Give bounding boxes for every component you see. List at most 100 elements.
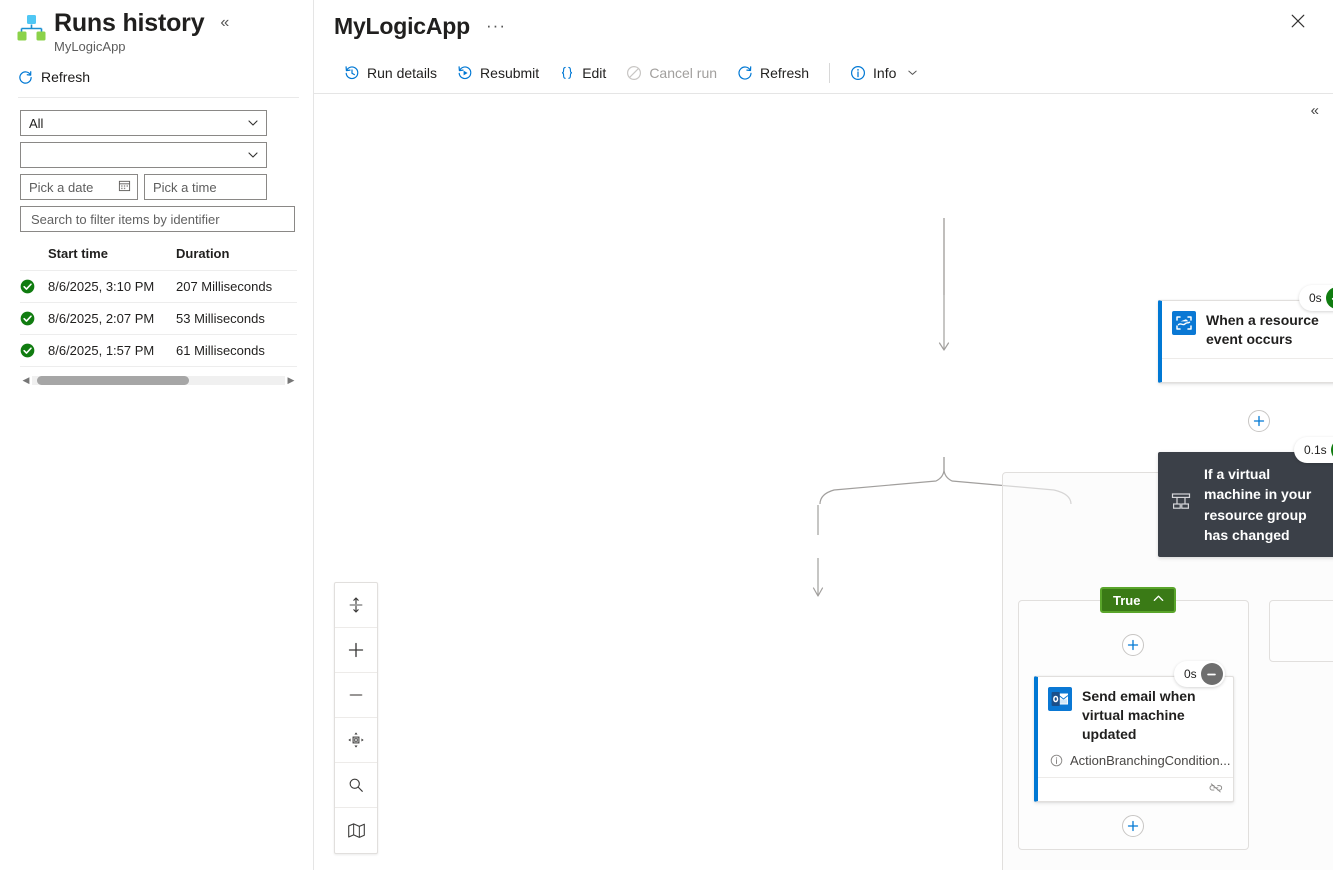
table-row[interactable]: 8/6/2025, 2:07 PM 53 Milliseconds [20,303,297,335]
chevron-down-icon [907,67,918,78]
runs-history-pane: Runs history « MyLogicApp Refresh All [0,0,314,870]
edit-button[interactable]: Edit [549,57,616,89]
runs-table-horizontal-scrollbar[interactable]: ◀ ▶ [20,374,297,386]
run-details-button[interactable]: Run details [334,57,447,89]
success-check-icon [20,311,48,326]
workflow-canvas[interactable]: « [314,95,1333,870]
run-duration: 207 Milliseconds [176,279,273,294]
run-start-time: 8/6/2025, 2:07 PM [48,311,155,326]
time-picker[interactable]: Pick a time [144,174,267,200]
condition-branch-icon [1170,491,1194,515]
identifier-search-box[interactable] [20,206,295,232]
command-separator [829,62,831,83]
table-row[interactable]: 8/6/2025, 3:10 PM 207 Milliseconds [20,271,297,303]
code-braces-icon [559,65,575,81]
datetime-filter-row: Pick a date Pick a [20,174,295,200]
cancel-icon [626,65,642,81]
runs-table-header: Start time Duration [20,246,297,271]
false-branch-empty-text: 0 Actions [1270,622,1333,638]
time-picker-placeholder: Pick a time [153,179,217,195]
divider [18,97,299,98]
add-action-button[interactable] [1248,410,1270,432]
trigger-node[interactable]: When a resource event occurs [1158,300,1333,383]
action-node-subtext-row: ActionBranchingCondition... [1038,753,1233,777]
add-action-button[interactable] [1122,815,1144,837]
success-check-icon [20,279,48,294]
trigger-duration: 0s [1309,291,1322,305]
reset-view-icon[interactable] [335,718,377,763]
run-duration: 53 Milliseconds [176,311,265,326]
scroll-left-icon[interactable]: ◀ [22,374,30,385]
zoom-out-icon[interactable] [335,673,377,718]
status-filter-select[interactable]: All [20,110,267,136]
action-duration: 0s [1184,667,1197,681]
resubmit-button[interactable]: Resubmit [447,57,549,89]
search-input[interactable] [29,210,286,228]
success-check-icon [20,343,48,358]
run-start-time: 8/6/2025, 1:57 PM [48,343,155,358]
minimap-icon[interactable] [335,808,377,853]
outlook-icon [1048,687,1072,711]
history-icon [344,65,360,81]
logic-apps-icon [14,12,48,46]
fit-to-screen-icon[interactable] [335,583,377,628]
secondary-filter-select[interactable] [20,142,267,168]
trigger-node-body: When a resource event occurs [1162,301,1333,358]
trigger-node-label: When a resource event occurs [1206,312,1319,347]
connection-link-icon[interactable] [1209,781,1223,799]
refresh-button[interactable]: Refresh [727,57,819,89]
chevron-down-icon [247,117,259,129]
refresh-label: Refresh [760,64,810,81]
info-circle-icon [1050,754,1063,767]
chevron-down-icon [247,149,259,161]
event-grid-icon [1172,311,1196,335]
refresh-button[interactable]: Refresh [0,55,313,97]
zoom-in-icon[interactable] [335,628,377,673]
action-node-send-email[interactable]: Send email when virtual machine updated … [1034,676,1234,802]
info-button[interactable]: Info [840,57,928,89]
status-filter-value: All [29,115,44,131]
run-designer-pane: MyLogicApp ··· Run details [314,0,1333,870]
collapse-pane-icon[interactable]: « [220,14,230,31]
run-duration: 61 Milliseconds [176,343,265,358]
add-action-button[interactable] [1122,634,1144,656]
filters-section: All Pick a date [0,98,313,232]
more-options-icon[interactable]: ··· [486,16,506,35]
action-status-badge: 0s [1174,661,1225,687]
date-picker-placeholder: Pick a date [29,179,94,195]
trigger-node-footer [1162,358,1333,382]
refresh-icon [18,70,33,85]
skipped-minus-icon [1200,663,1223,685]
condition-duration: 0.1s [1304,443,1327,457]
scrollbar-thumb[interactable] [37,375,189,385]
page-subtitle: MyLogicApp [54,39,126,54]
scroll-right-icon[interactable]: ▶ [287,374,295,385]
table-row[interactable]: 8/6/2025, 1:57 PM 61 Milliseconds [20,335,297,367]
scrollbar-track[interactable] [32,375,285,385]
calendar-icon [118,179,131,195]
date-picker[interactable]: Pick a date [20,174,138,200]
runs-history-header: Runs history « MyLogicApp [0,0,313,55]
workflow-title: MyLogicApp [334,12,470,39]
condition-node-label: If a virtual machine in your resource gr… [1204,466,1312,543]
canvas-collapse-icon[interactable]: « [1310,102,1319,119]
resubmit-label: Resubmit [480,64,540,81]
chevron-up-icon [1152,592,1165,608]
trigger-status-badge: 0s [1299,285,1333,311]
workflow-graph: When a resource event occurs [314,95,1333,870]
close-icon[interactable] [1283,6,1313,36]
status-column-header [20,246,48,261]
info-icon [850,65,866,81]
info-label: Info [873,64,897,81]
true-branch-pill[interactable]: True [1100,587,1177,613]
success-check-icon [1330,439,1333,461]
condition-node[interactable]: If a virtual machine in your resource gr… [1158,452,1333,557]
cancel-run-label: Cancel run [649,64,718,81]
designer-titlebar: MyLogicApp ··· [314,0,1333,52]
canvas-toolbar [334,582,378,854]
search-icon[interactable] [335,763,377,808]
run-details-label: Run details [367,64,438,81]
false-branch-container: 0 Actions [1269,600,1333,662]
action-node-footer [1038,777,1233,801]
